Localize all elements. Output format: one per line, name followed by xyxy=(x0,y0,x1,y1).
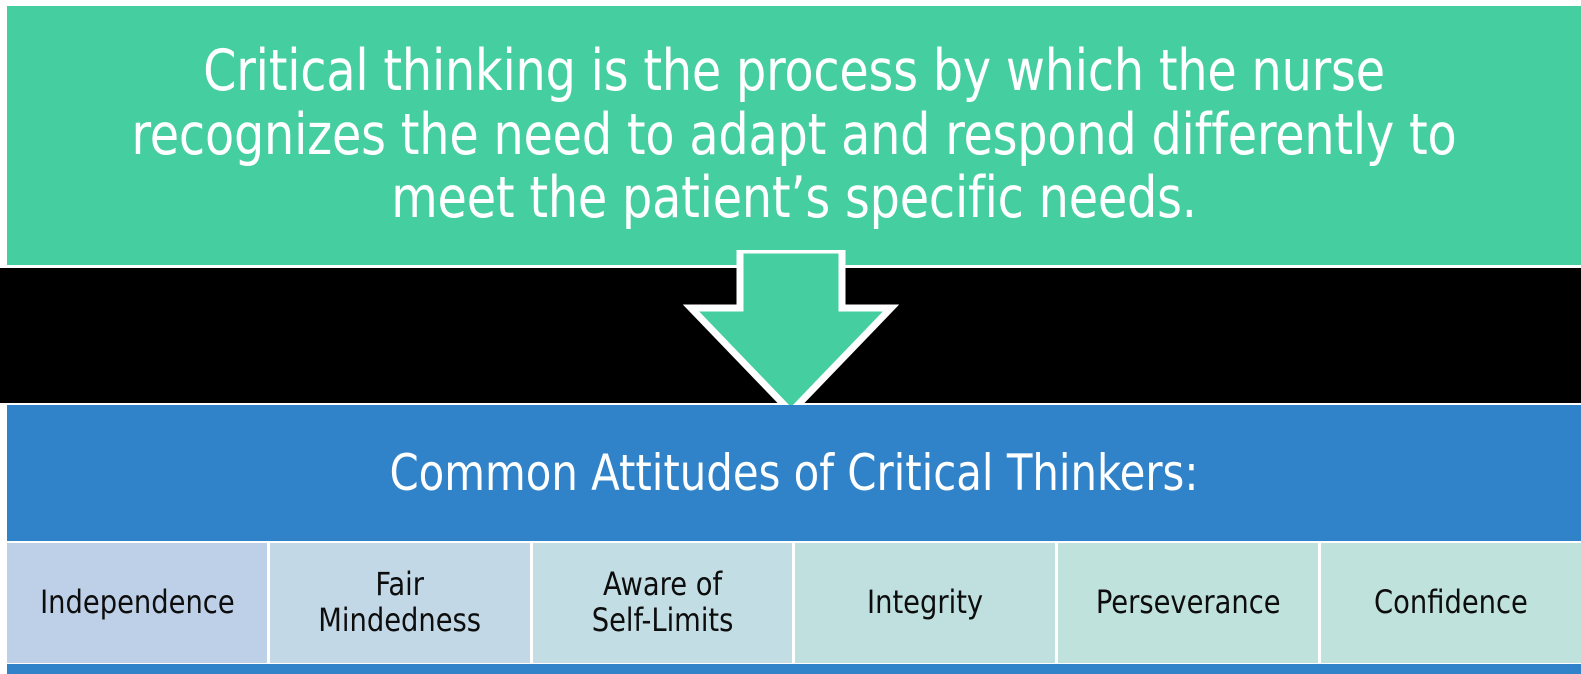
attribute-cell-label: Fair Mindedness xyxy=(318,565,482,639)
attribute-cell-3[interactable]: Aware of Self-Limits xyxy=(532,543,793,663)
bottom-accent-strip xyxy=(7,664,1581,674)
attribute-cell-1[interactable]: Independence xyxy=(7,543,267,663)
header-bar-title: Common Attitudes of Critical Thinkers: xyxy=(389,443,1199,502)
quote-text: Critical thinking is the process by whic… xyxy=(131,37,1457,232)
attribute-cell-label: Confidence xyxy=(1374,583,1528,622)
attribute-cell-label: Aware of Self-Limits xyxy=(591,565,734,639)
attribute-cell-5[interactable]: Perseverance xyxy=(1058,543,1319,663)
quote-banner: Critical thinking is the process by whic… xyxy=(7,6,1581,265)
attribute-cell-label: Integrity xyxy=(867,583,984,622)
attribute-cells-row: Independence Fair Mindedness Aware of Se… xyxy=(7,543,1581,663)
attribute-cell-label: Independence xyxy=(39,583,235,622)
attribute-cell-2[interactable]: Fair Mindedness xyxy=(269,543,530,663)
arrow-down-icon xyxy=(683,250,899,418)
attribute-cell-4[interactable]: Integrity xyxy=(795,543,1056,663)
attribute-cell-label: Perseverance xyxy=(1095,583,1281,622)
header-bar: Common Attitudes of Critical Thinkers: xyxy=(7,405,1581,541)
attribute-cell-6[interactable]: Confidence xyxy=(1321,543,1581,663)
